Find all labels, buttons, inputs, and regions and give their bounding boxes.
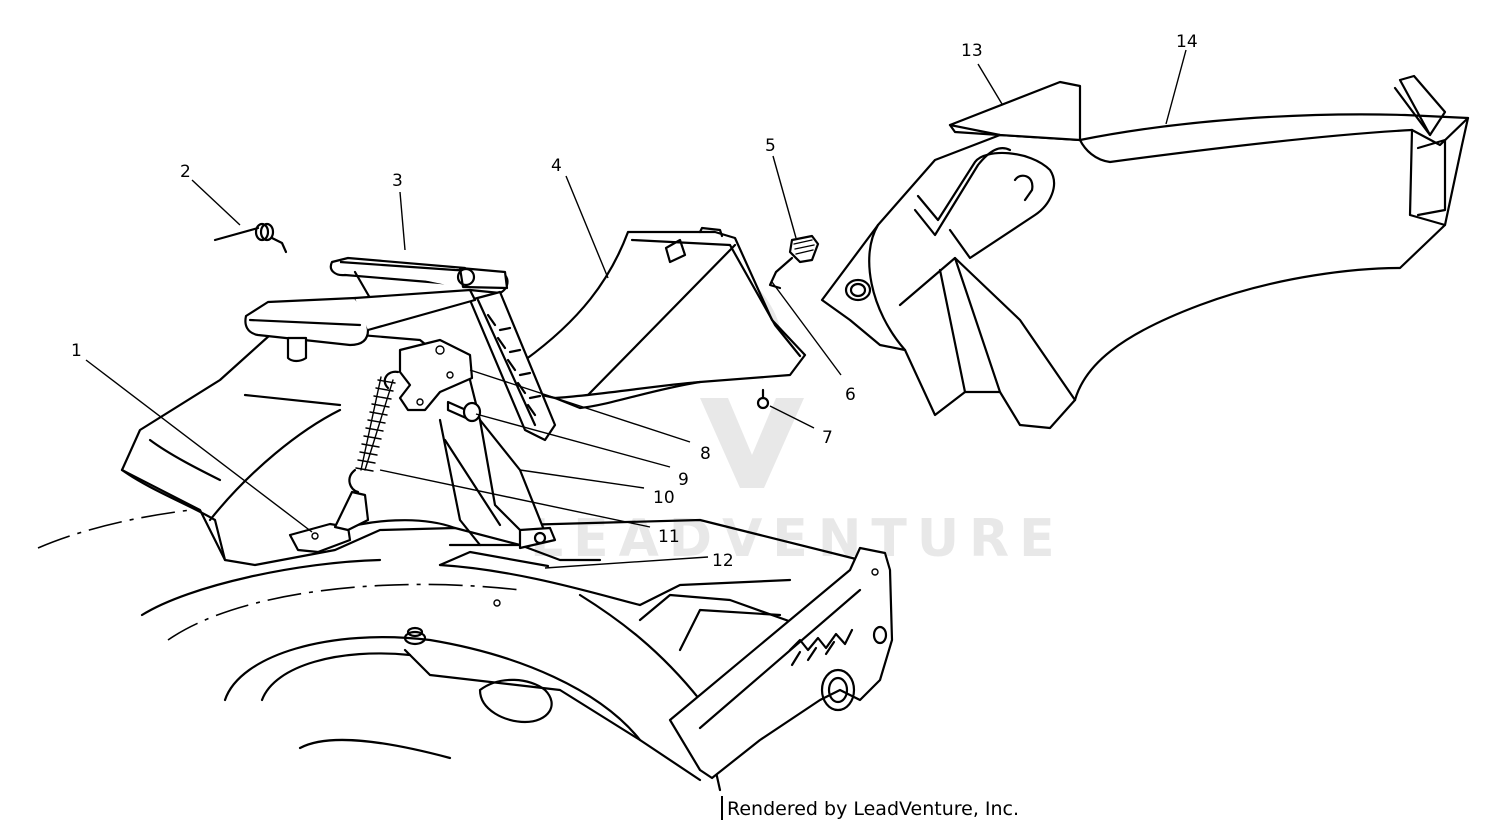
pivot-plate [398,338,474,412]
leader-lines [85,49,1187,569]
callout-6: 6 [845,385,856,405]
discharge-chute [820,74,1470,430]
torsion-spring [213,222,288,254]
render-credit: Rendered by LeadVenture, Inc. [727,798,1020,820]
callout-11: 11 [658,527,680,547]
callout-7: 7 [822,428,833,448]
callout-8: 8 [700,444,711,464]
callout-9: 9 [678,470,689,490]
seal-strip [948,80,1082,142]
watermark-text: LEADVENTURE [530,509,1065,569]
credit-tick [721,796,723,820]
callout-12: 12 [712,551,734,571]
callout-3: 3 [392,171,403,191]
spring-bracket [288,468,370,554]
pivot-pin [446,400,482,423]
callout-13: 13 [961,41,983,61]
chute-door [518,226,807,410]
callout-1: 1 [71,341,82,361]
callout-2: 2 [180,162,191,182]
callouts: 1 2 3 4 5 6 7 8 9 10 11 12 13 14 [71,32,1198,571]
callout-10: 10 [653,488,675,508]
callout-4: 4 [551,156,562,176]
height-adjust-bracket [668,546,894,780]
callout-5: 5 [765,136,776,156]
callout-14: 14 [1176,32,1198,52]
latch-knob [768,234,820,290]
door-handle [244,288,477,363]
spring [355,370,400,472]
hinge-bracket [329,256,557,442]
screw [756,388,770,410]
